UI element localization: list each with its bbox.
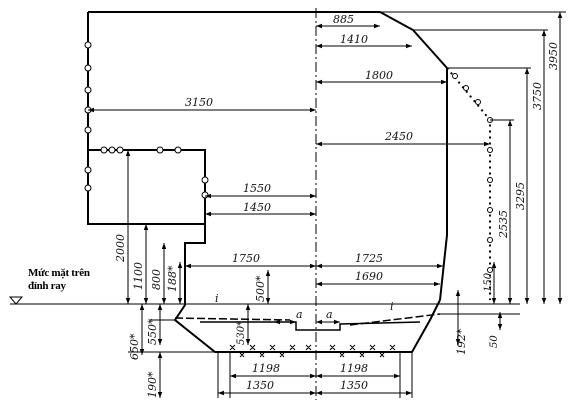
label-500: 500* bbox=[254, 275, 267, 302]
label-1690: 1690 bbox=[355, 270, 383, 283]
label-550: 550* bbox=[146, 318, 159, 345]
label-192: 192* bbox=[455, 328, 468, 355]
label-3950: 3950 bbox=[547, 42, 560, 70]
label-1450: 1450 bbox=[243, 201, 271, 214]
label-1410: 1410 bbox=[340, 33, 368, 46]
label-2535: 2535 bbox=[497, 210, 510, 239]
slope-line-left bbox=[174, 317, 291, 321]
label-1750: 1750 bbox=[232, 252, 260, 265]
label-1550: 1550 bbox=[243, 182, 271, 195]
lower-tread-line bbox=[200, 321, 421, 331]
label-1198-right: 1198 bbox=[340, 362, 368, 375]
ballast-x-marks bbox=[229, 344, 396, 358]
label-i-left: i bbox=[215, 292, 219, 305]
label-50: 50 bbox=[489, 335, 500, 348]
dotted-outline-right bbox=[446, 67, 493, 300]
label-1725: 1725 bbox=[355, 252, 383, 265]
label-2000: 2000 bbox=[114, 234, 127, 263]
label-1800: 1800 bbox=[365, 69, 393, 82]
rail-level-label: Mức mặt trên đỉnh ray bbox=[28, 267, 118, 293]
label-1350-right: 1350 bbox=[340, 379, 368, 392]
label-150: 150 bbox=[483, 272, 494, 292]
label-1198-left: 1198 bbox=[252, 362, 280, 375]
label-885: 885 bbox=[333, 13, 354, 26]
label-650: 650* bbox=[128, 333, 141, 360]
rail-level-triangle bbox=[8, 296, 24, 305]
label-188: 188* bbox=[166, 265, 179, 292]
left-box-outline bbox=[87, 149, 206, 225]
label-a-left: a bbox=[296, 308, 303, 321]
label-800: 800 bbox=[150, 269, 163, 290]
label-1350-left: 1350 bbox=[246, 379, 274, 392]
label-i-right: i bbox=[390, 300, 394, 313]
rail-level-label-line2: đỉnh ray bbox=[28, 280, 66, 292]
label-3150: 3150 bbox=[185, 96, 213, 109]
upper-gauge-outline bbox=[88, 11, 448, 301]
label-1100: 1100 bbox=[132, 262, 145, 290]
label-190: 190* bbox=[146, 371, 159, 398]
dotted-outline-left bbox=[84, 41, 209, 199]
label-2450: 2450 bbox=[384, 130, 413, 143]
rail-level-label-line1: Mức mặt trên bbox=[28, 267, 90, 279]
label-530: 530* bbox=[236, 321, 247, 345]
label-a-right: a bbox=[326, 308, 333, 321]
right-lower-outline bbox=[316, 299, 441, 353]
label-3295: 3295 bbox=[514, 182, 527, 210]
label-3750: 3750 bbox=[531, 82, 544, 110]
